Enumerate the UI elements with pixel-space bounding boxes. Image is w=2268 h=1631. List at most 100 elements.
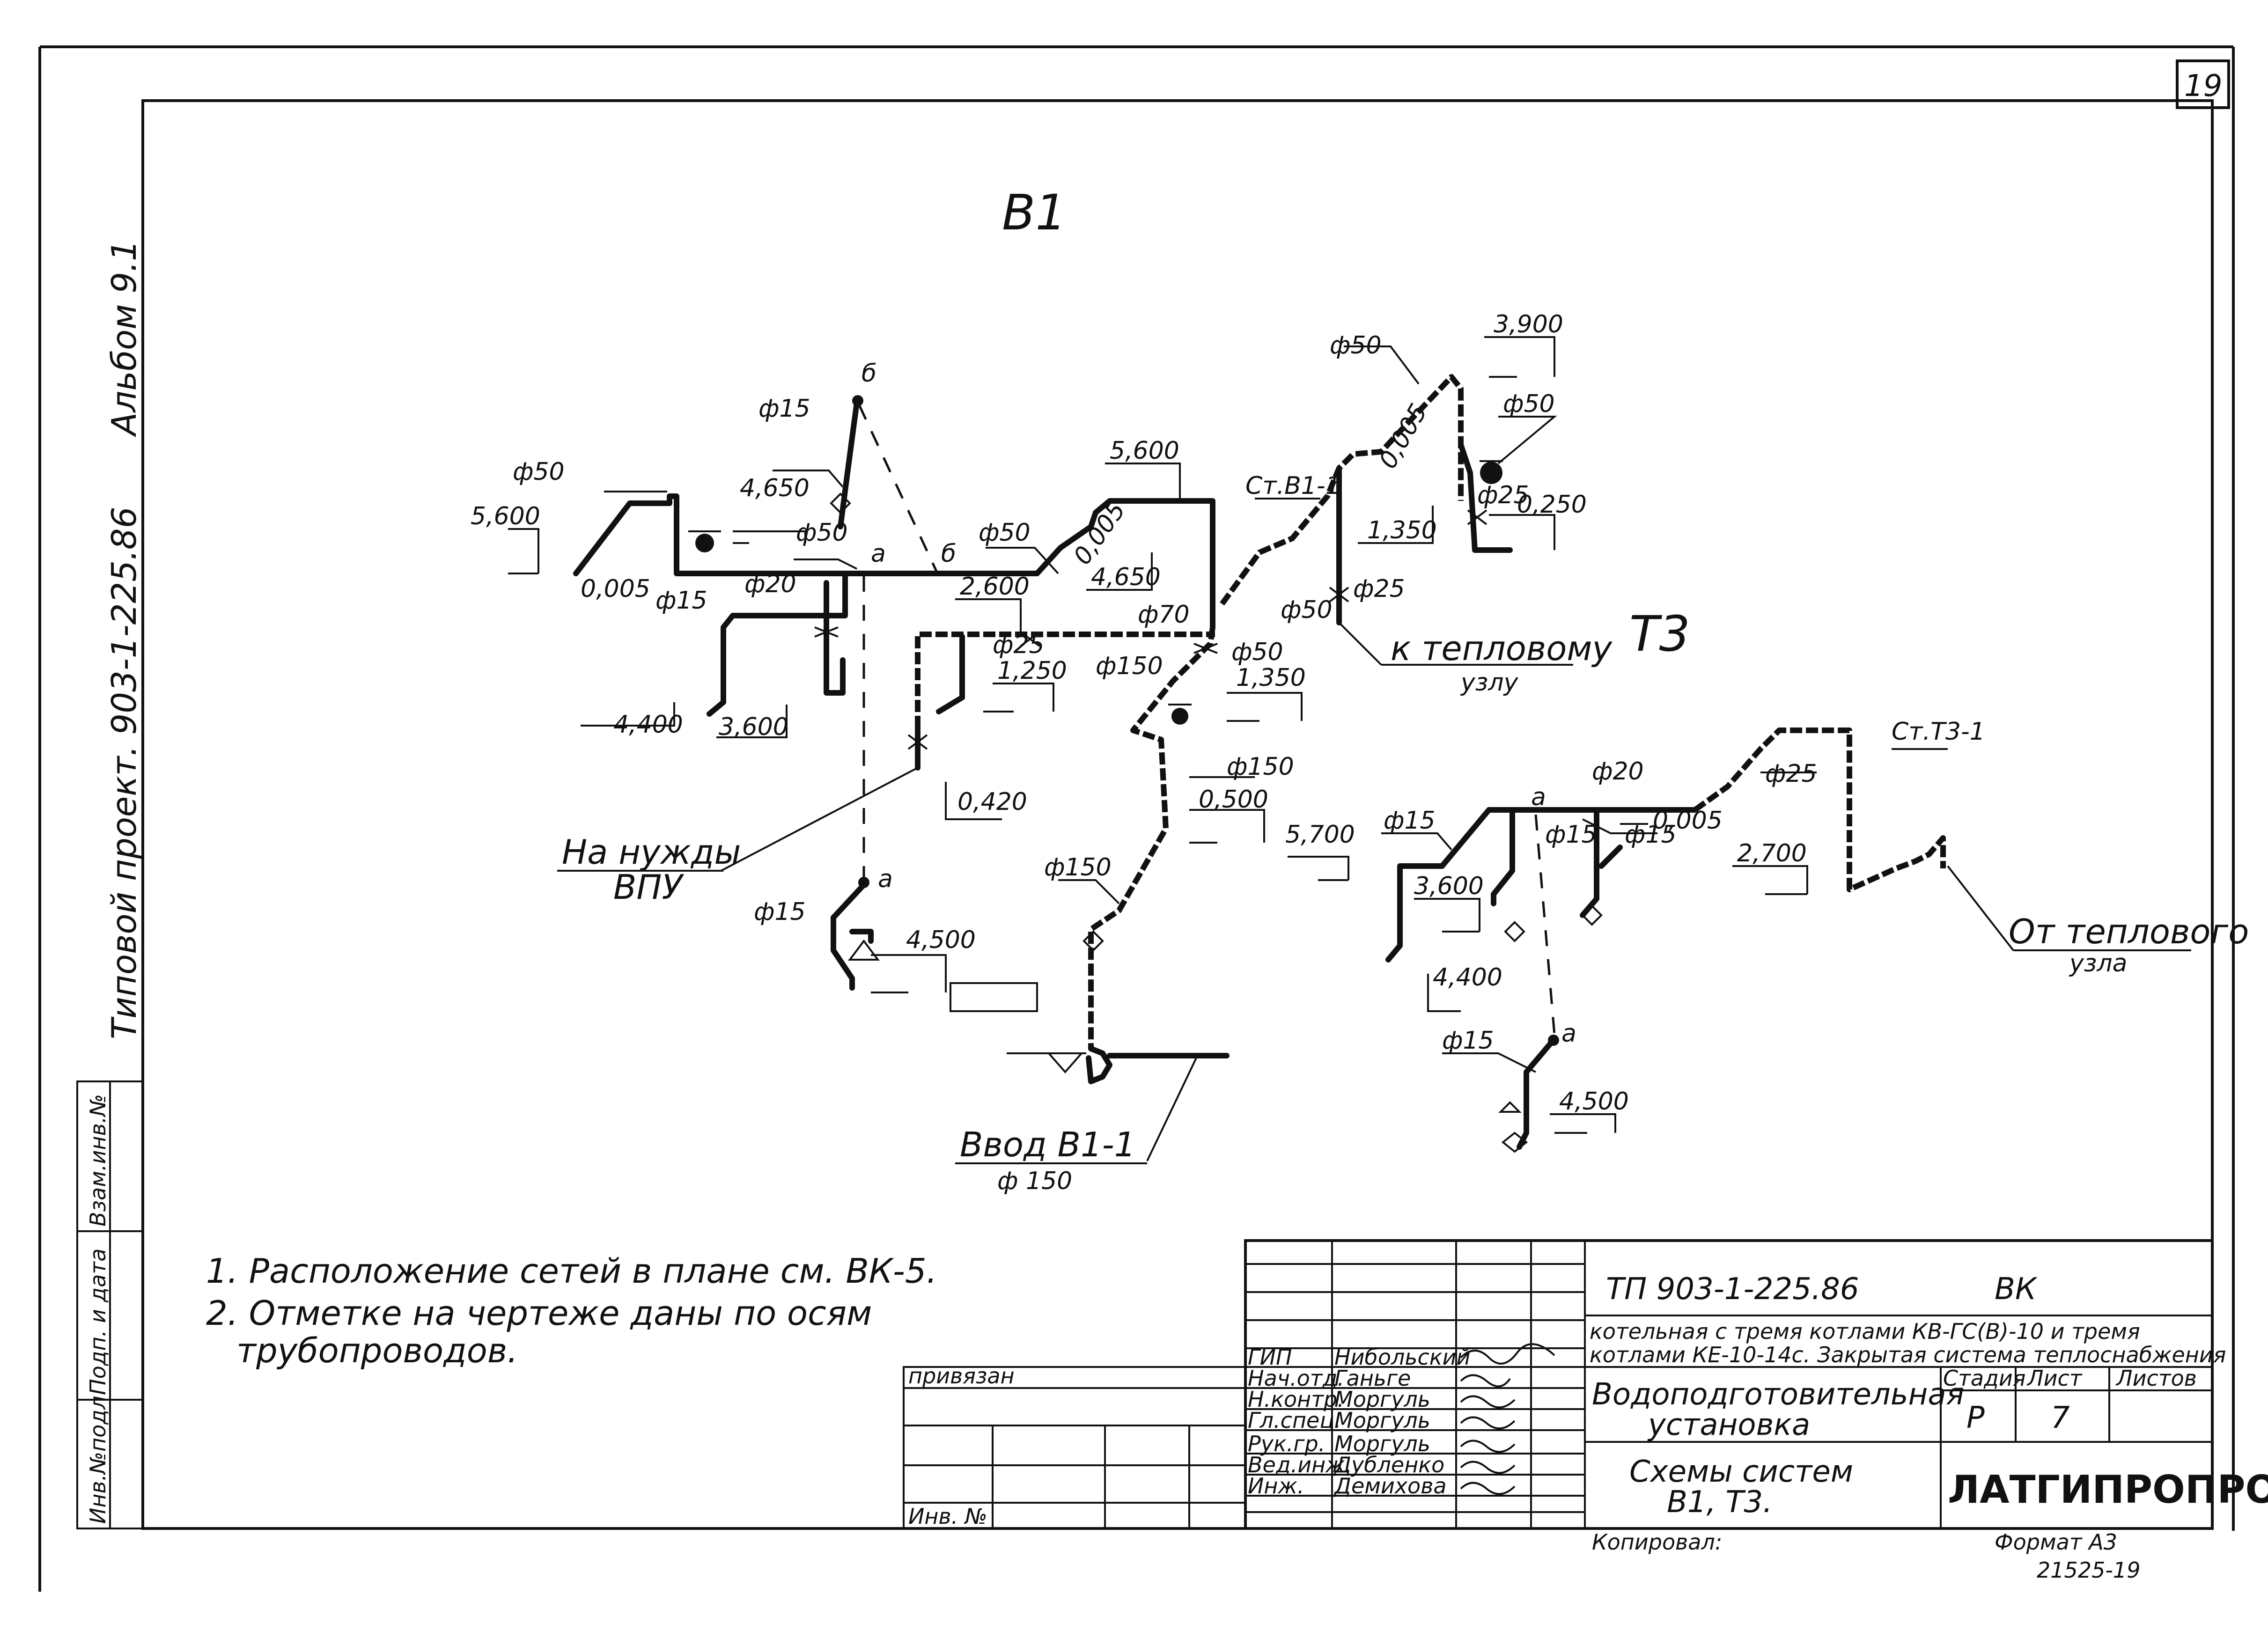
b1-label-stand: Ст.В1-1 — [1245, 472, 1341, 500]
b1-label-d25-branch: ф25 — [993, 631, 1045, 659]
t3-link-a — [1534, 814, 1556, 1035]
tb-sheet-name-2: В1, Т3. — [1667, 1485, 1772, 1520]
t3-label-from-heat: От теплового — [2009, 912, 2249, 951]
tb-name-2: Ганьге — [1334, 1366, 1411, 1391]
b1-label-d25-down: ф25 — [1477, 481, 1529, 509]
b1-label-node-a: а — [871, 540, 886, 568]
notes: 1. Расположение сетей в плане см. ВК-5. … — [206, 1251, 937, 1370]
t3-label-node-a-lower: а — [1561, 1020, 1576, 1048]
tb-name-3: Моргуль — [1334, 1387, 1430, 1412]
sidebar-album: Альбом 9.1 — [104, 240, 144, 437]
b1-branch-d25 — [936, 634, 965, 714]
b1-label-elev-0250: 0,250 — [1517, 491, 1587, 519]
b1-branch-d20 — [824, 580, 846, 696]
b1-main-pipe — [573, 493, 1215, 630]
t3-label-d25: ф25 — [1765, 760, 1817, 788]
sidebar-project: Типовой проект. 903-1-225.86 — [104, 507, 144, 1039]
b1-branch-d15 — [707, 571, 848, 717]
b1-label-elev-5600-left: 5,600 — [471, 502, 540, 530]
b1-valve-mid — [1171, 708, 1188, 725]
tb-role-4: Гл.спец. — [1248, 1408, 1341, 1433]
b1-label-elev-3600: 3,600 — [719, 713, 788, 741]
tb-format: Формат А3 — [1995, 1529, 2117, 1555]
tb-name-6: Дубленко — [1333, 1452, 1444, 1477]
tb-col-sheet: Лист — [2026, 1366, 2083, 1391]
tb-description-1: котельная с тремя котлами КВ-ГС(В)-10 и … — [1590, 1319, 2140, 1344]
tb-stage: Р — [1966, 1401, 1985, 1435]
t3-elevations — [1288, 748, 1948, 1134]
b1-label-node-b-mid: б — [941, 540, 956, 568]
t3-branch-mid — [1491, 809, 1515, 906]
b1-label-d50-stand: ф50 — [1231, 638, 1283, 666]
stamp-sign: Подп. и дата — [85, 1249, 110, 1395]
b1-label-node-a-lower: а — [878, 865, 893, 893]
b1-label-elev-2600: 2,600 — [960, 573, 1030, 601]
title-block: привязан Инв. № ТП 903-1-225.86 ВК котел… — [903, 1239, 2268, 1583]
b1-label-vpu-2: ВПУ — [613, 867, 685, 907]
t3-label-elev-4500: 4,500 — [1559, 1087, 1629, 1116]
b1-link-b — [858, 404, 938, 572]
b1-label-elev-3900: 3,900 — [1494, 310, 1563, 338]
scheme-t3: Т3 Ст.Т3-1 ф20 а ф2 — [1285, 605, 2249, 1153]
b1-label-d50-left: ф50 — [513, 458, 565, 486]
b1-blank-box — [950, 982, 1038, 1012]
t3-label-node-a: а — [1531, 783, 1546, 811]
b1-down-pipe — [1458, 442, 1513, 553]
tb-object-2: установка — [1647, 1408, 1810, 1442]
t3-label-elev-3600: 3,600 — [1414, 872, 1484, 900]
tb-name-4: Моргуль — [1334, 1408, 1430, 1433]
b1-label-d150-lower: ф150 — [1044, 853, 1112, 882]
tb-archive: 21525-19 — [2037, 1558, 2140, 1583]
stamp-replace: Взам.инв.№ — [85, 1094, 110, 1227]
b1-label-d150-main: ф150 — [1096, 652, 1163, 680]
t3-label-d15-left: ф15 — [1384, 807, 1436, 835]
b1-inlet-valve — [1082, 930, 1104, 952]
b1-vpu-leader — [721, 767, 918, 872]
tb-role-6: Вед.инж. — [1248, 1452, 1352, 1477]
b1-label-d15-branch: ф15 — [655, 587, 707, 615]
tb-role-5: Рук.гр. — [1248, 1431, 1325, 1456]
tb-name-7: Демихова — [1333, 1473, 1447, 1499]
b1-top-riser — [1220, 374, 1464, 606]
b1-label-heat-node-2: узлу — [1460, 669, 1519, 697]
t3-label-stand: Ст.Т3-1 — [1892, 718, 1985, 746]
b1-label-d15-riser: ф15 — [758, 395, 810, 423]
note-3: трубопроводов. — [236, 1331, 518, 1370]
t3-main-pipe — [1385, 807, 1698, 962]
b1-label-elev-4650-right: 4,650 — [1091, 563, 1161, 591]
t3-label-elev-5700: 5,700 — [1285, 821, 1355, 849]
tb-role-7: Инж. — [1248, 1473, 1304, 1499]
b1-label-slope-left: 0,005 — [581, 575, 650, 603]
tb-col-sheets: Листов — [2115, 1366, 2197, 1391]
b1-label-d50-right: ф50 — [979, 519, 1031, 547]
t3-from-heat-leader — [1947, 865, 2014, 951]
signatures — [1460, 1343, 1555, 1495]
b1-label-heat-node: к тепловому — [1391, 629, 1613, 668]
tb-role-1: ГИП — [1248, 1344, 1292, 1370]
t3-label-from-heat-2: узла — [2069, 949, 2128, 977]
b1-label-d50-top: ф50 — [1330, 331, 1382, 360]
b1-stand-riser — [1088, 627, 1215, 1049]
b1-label-slope-top: 0,005 — [1374, 399, 1433, 474]
b1-label-d25-valve: ф25 — [1353, 575, 1405, 603]
b1-label-d50-mid: ф50 — [796, 519, 848, 547]
b1-label-d15-lower: ф15 — [754, 898, 806, 926]
b1-label-node-b-top: б — [862, 360, 876, 388]
tb-sheet-no: 7 — [2051, 1401, 2070, 1435]
b1-label-elev-0420: 0,420 — [957, 788, 1027, 816]
tb-sheet-name: Схемы систем — [1629, 1455, 1853, 1489]
ground-symbol — [1046, 1052, 1084, 1074]
t3-label-slope: 0,005 — [1653, 807, 1723, 835]
b1-label-d50-valve: ф50 — [1281, 596, 1333, 624]
b1-riser-b — [838, 400, 860, 529]
tb-inv-label: Инв. № — [908, 1504, 987, 1529]
note-1: 1. Расположение сетей в плане см. ВК-5. — [206, 1251, 937, 1291]
scheme-t3-title: Т3 — [1629, 605, 1690, 662]
scheme-b1-title: В1 — [1002, 184, 1067, 241]
b1-label-elev-4400: 4,400 — [613, 711, 683, 739]
b1-valve-top — [1480, 462, 1502, 484]
b1-label-elev-4650-left: 4,650 — [740, 474, 810, 502]
b1-drain-left — [830, 492, 851, 514]
b1-label-elev-5600-right: 5,600 — [1110, 437, 1179, 465]
